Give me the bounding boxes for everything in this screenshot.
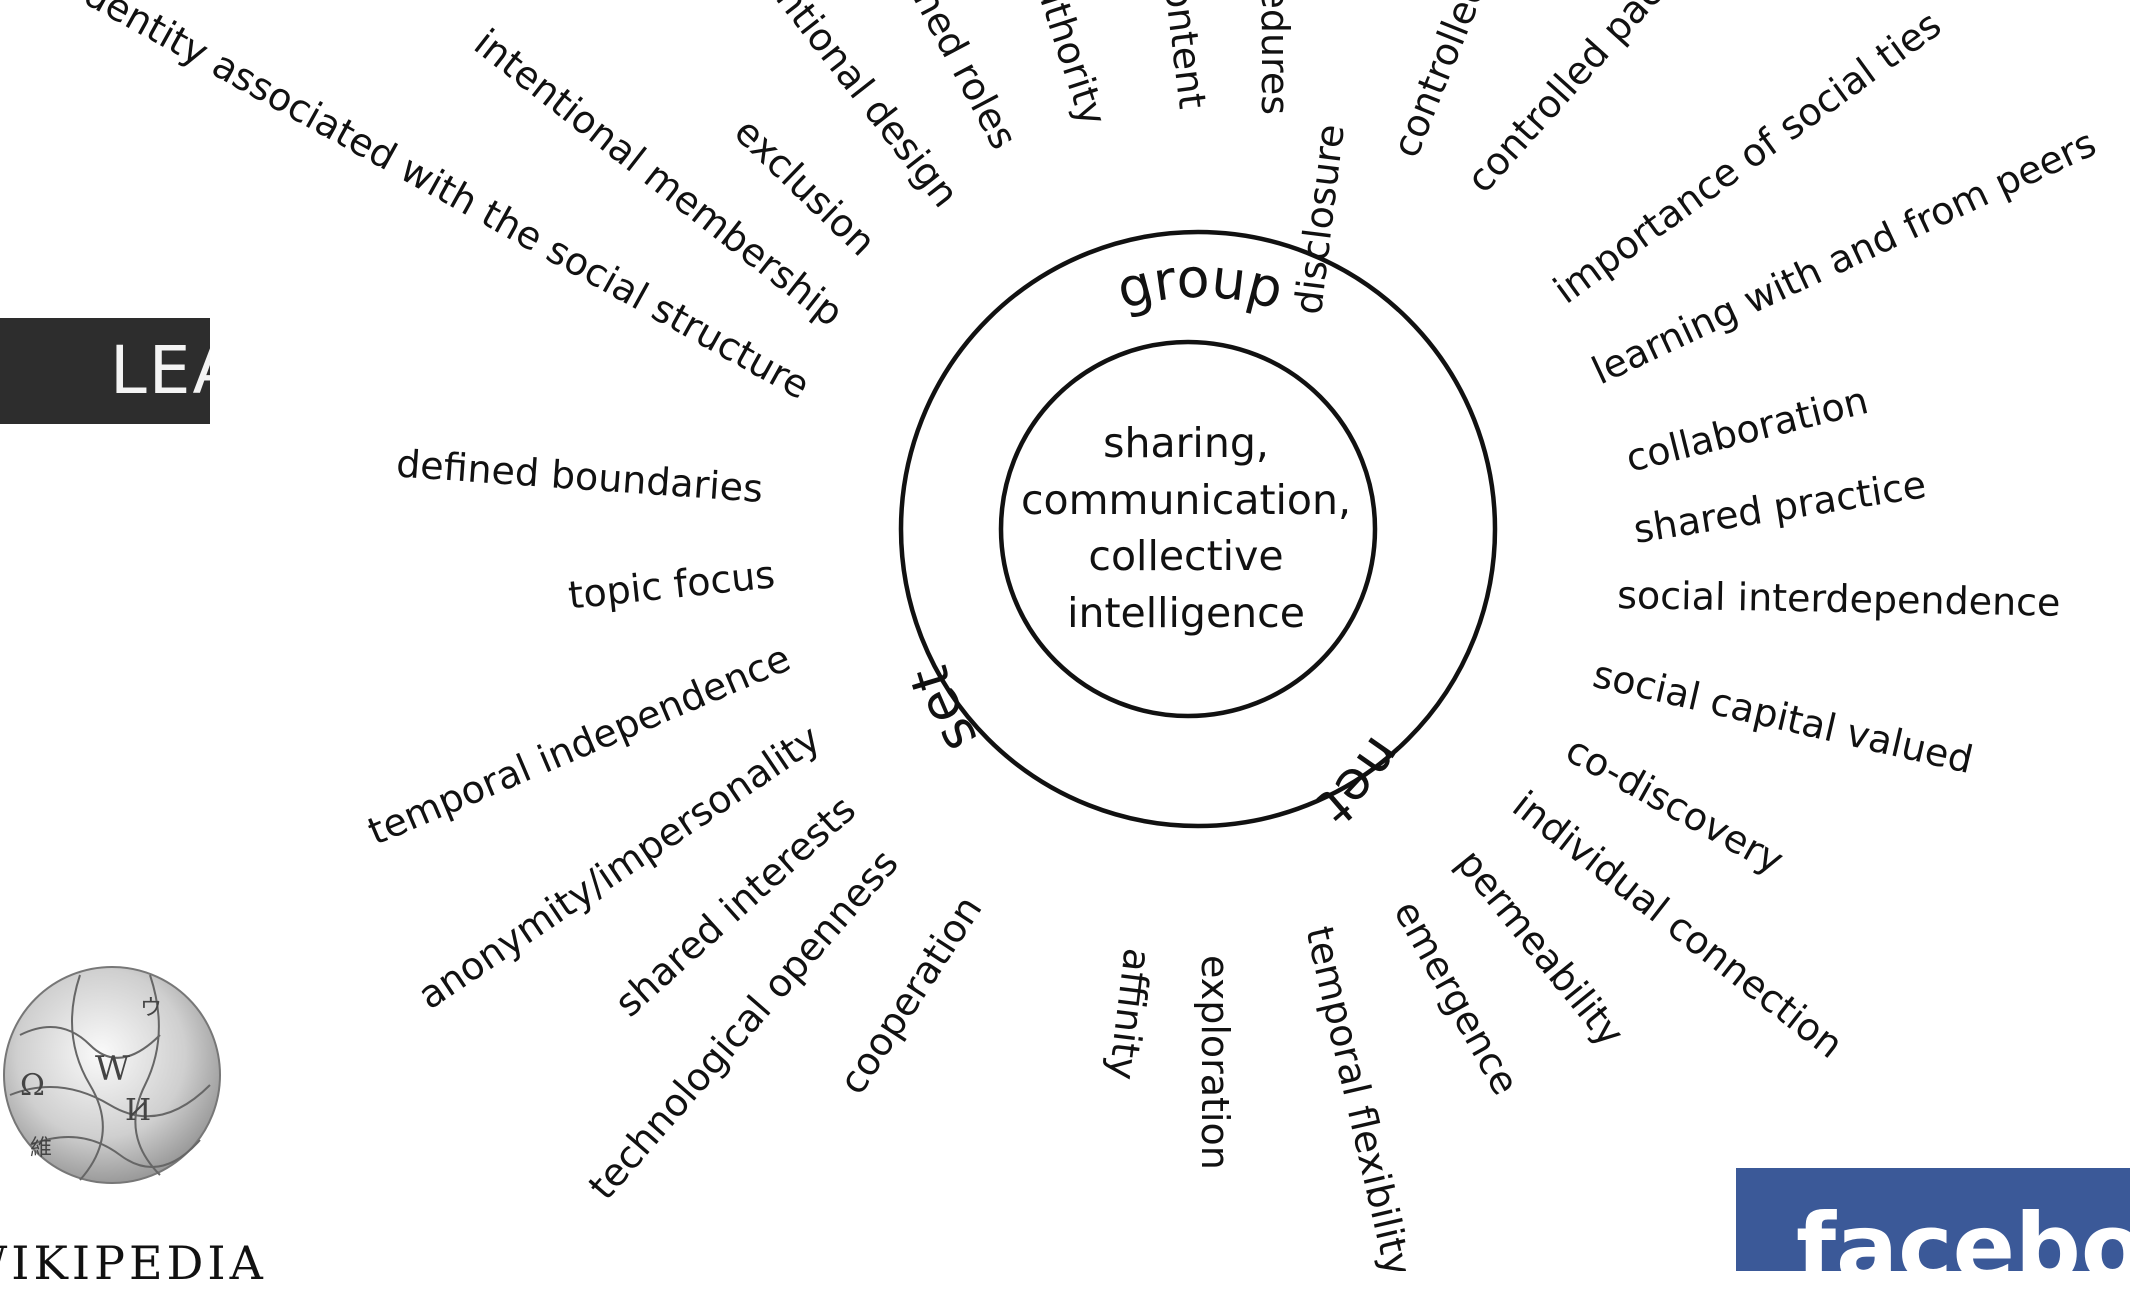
wikipedia-globe-icon: W Ω И 維 ウ [3, 966, 221, 1184]
ring-label-group: group [1110, 247, 1290, 322]
spoke-label: exploration [1193, 955, 1237, 1170]
svg-text:維: 維 [30, 1136, 52, 1161]
spoke-label: social capital valued [1589, 652, 1977, 782]
learnist-logo-text: LEARNIST [110, 332, 210, 409]
center-line: collective [1088, 532, 1283, 580]
center-line: intelligence [1067, 589, 1305, 637]
spoke-label: content [1153, 0, 1214, 111]
spoke-label: procedures [1253, 0, 1297, 115]
facebook-logo-text: facebook [1796, 1194, 2130, 1272]
spoke-label: controlled pace [1458, 0, 1687, 201]
svg-text:ウ: ウ [140, 996, 162, 1021]
spoke-label: collaboration [1622, 378, 1873, 481]
spoke-label: temporal flexibility [1297, 922, 1420, 1271]
spoke-label: defined boundaries [395, 441, 765, 511]
spoke-label: controlled [1384, 0, 1496, 163]
spoke-label: topic focus [566, 552, 777, 617]
wikipedia-logo: W Ω И 維 ウ [0, 955, 290, 1271]
spoke-label: social interdependence [1617, 573, 2061, 625]
svg-text:W: W [95, 1049, 130, 1089]
facebook-logo: facebook [1736, 1168, 2130, 1271]
spoke-label: learning with and from peers [1585, 121, 2102, 393]
spoke-label: shared practice [1631, 462, 1929, 552]
ring-label-set: set [897, 659, 990, 763]
spoke-label: disclosure [1286, 122, 1353, 317]
svg-text:Ω: Ω [20, 1068, 45, 1103]
center-text: sharing, communication, collective intel… [1021, 419, 1351, 637]
learnist-logo: LEARNIST [0, 318, 210, 424]
ring-label-net: net [1307, 726, 1415, 837]
spoke-label: authority [1020, 0, 1115, 131]
spoke-label: temporal independence [362, 636, 797, 854]
svg-text:И: И [125, 1093, 151, 1128]
inner-ring [998, 339, 1378, 719]
center-line: sharing, [1103, 419, 1269, 467]
spoke-label: affinity [1100, 946, 1160, 1082]
center-line: communication, [1021, 476, 1351, 524]
outer-ring [898, 229, 1498, 829]
